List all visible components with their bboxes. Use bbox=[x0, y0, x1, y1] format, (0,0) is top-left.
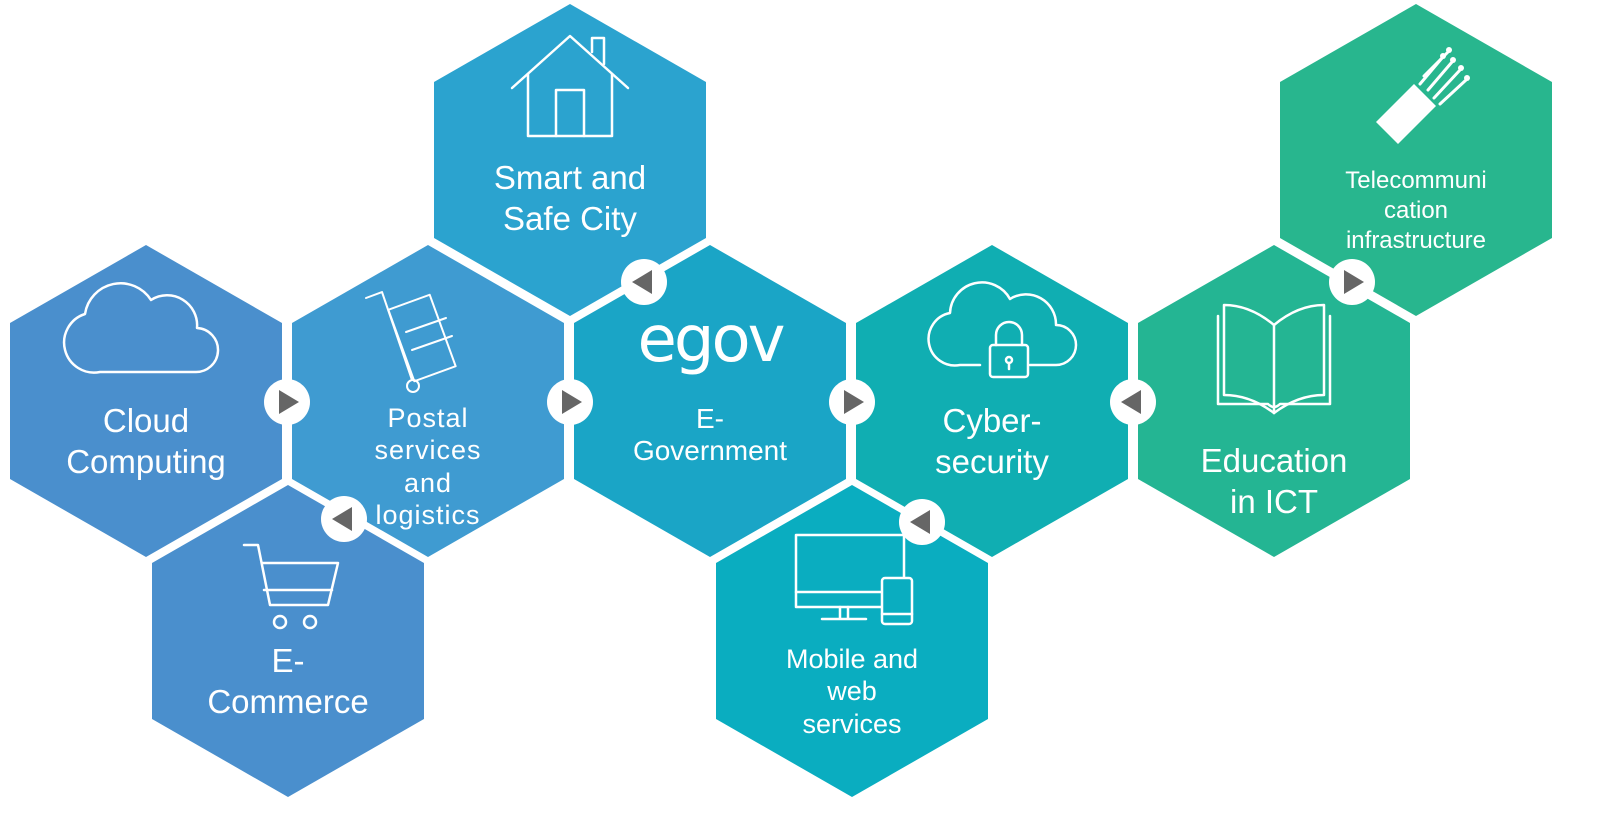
label-mobile-web-services: Mobile and web services bbox=[785, 644, 919, 739]
arrow-right-icon bbox=[562, 390, 582, 414]
hex-e-government bbox=[574, 245, 846, 557]
cloud-icon bbox=[62, 282, 220, 374]
hex-telecommunication bbox=[1280, 4, 1552, 316]
egov-logo: egov bbox=[637, 303, 785, 377]
arrow-left-icon bbox=[1121, 390, 1141, 414]
hex-cybersecurity bbox=[856, 245, 1128, 557]
label-e-government: E- Government bbox=[632, 403, 788, 467]
arrow-left-icon bbox=[632, 270, 652, 294]
label-telecommunication: Telecommuni cation infrastructure bbox=[1345, 167, 1487, 254]
monitor-phone-icon bbox=[794, 533, 914, 626]
label-education-ict: Education in ICT bbox=[1200, 442, 1348, 521]
arrow-right-icon bbox=[1344, 270, 1364, 294]
connector-cyber-edu bbox=[1110, 379, 1156, 425]
label-smart-safe-city: Smart and Safe City bbox=[493, 159, 647, 238]
connector-postal-egov bbox=[547, 379, 593, 425]
connector-egov-cyber bbox=[829, 379, 875, 425]
connector-cyber-mobile bbox=[899, 499, 945, 545]
arrow-left-icon bbox=[332, 507, 352, 531]
label-cloud-computing: Cloud Computing bbox=[66, 402, 226, 481]
hex-smart-safe-city bbox=[434, 4, 706, 316]
arrow-right-icon bbox=[279, 390, 299, 414]
arrow-left-icon bbox=[910, 510, 930, 534]
house-icon bbox=[510, 34, 630, 138]
hex-mobile-web-services bbox=[716, 485, 988, 797]
label-cybersecurity: Cyber- security bbox=[935, 402, 1049, 481]
connector-smart-egov bbox=[621, 259, 667, 305]
open-book-icon bbox=[1216, 303, 1332, 415]
connector-postal-ecommerce bbox=[321, 496, 367, 542]
connector-cloud-postal bbox=[264, 379, 310, 425]
hand-truck-icon bbox=[365, 291, 457, 393]
label-postal-services: Postal services and logistics bbox=[374, 403, 482, 531]
hex-cloud-computing bbox=[10, 245, 282, 557]
hex-postal-services bbox=[292, 245, 564, 557]
label-e-commerce: E- Commerce bbox=[207, 642, 369, 721]
hex-e-commerce bbox=[152, 485, 424, 797]
connector-edu-telecom bbox=[1329, 259, 1375, 305]
shopping-cart-icon bbox=[242, 543, 340, 630]
arrow-right-icon bbox=[844, 390, 864, 414]
fiber-cable-icon bbox=[1376, 47, 1470, 144]
cloud-lock-icon bbox=[927, 281, 1078, 379]
